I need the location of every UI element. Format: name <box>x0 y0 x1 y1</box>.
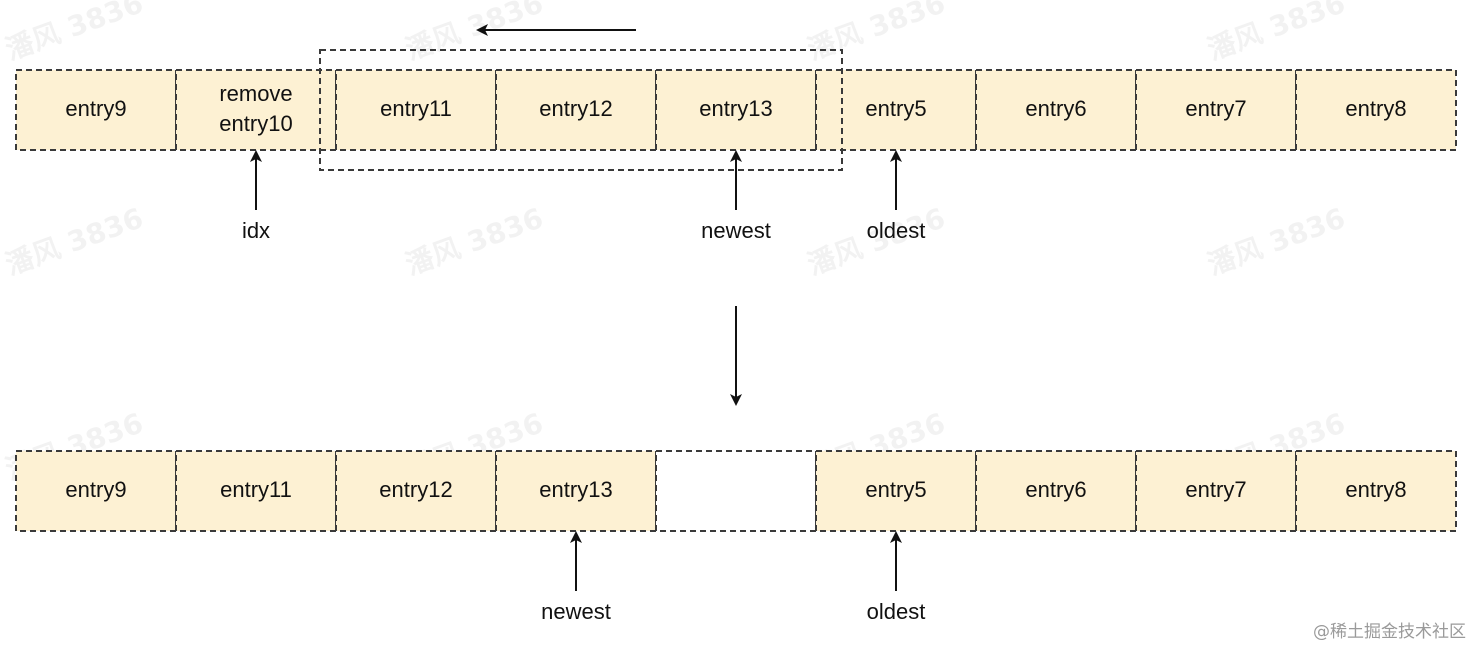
cell-label: entry6 <box>1025 477 1086 502</box>
cell-label: entry5 <box>865 477 926 502</box>
pointer-label-idx: idx <box>242 218 270 243</box>
watermark-text: 潘风 3836 <box>1203 201 1349 281</box>
watermark-text: 潘风 3836 <box>401 0 547 67</box>
cell-label: entry13 <box>699 96 772 121</box>
cell-label: entry8 <box>1345 477 1406 502</box>
cell-label: entry11 <box>220 477 292 502</box>
pointer-label-oldest: oldest <box>867 599 926 624</box>
top-row-annotations <box>319 24 843 171</box>
watermark-text: 潘风 3836 <box>803 0 949 67</box>
watermark-text: 潘风 3836 <box>1 0 147 67</box>
buffer-cell <box>1295 450 1457 532</box>
footer-credit: @稀土掘金技术社区 <box>1313 622 1466 642</box>
cell-label: entry5 <box>865 96 926 121</box>
pointer-label-oldest: oldest <box>867 218 926 243</box>
cell-label: entry12 <box>379 477 452 502</box>
buffer-cell <box>15 69 177 151</box>
pointer-label-newest: newest <box>701 218 771 243</box>
buffer-cell <box>15 450 177 532</box>
buffer-cell <box>1295 69 1457 151</box>
cell-label: entry10 <box>219 111 292 136</box>
watermark-text: 潘风 3836 <box>1 201 147 281</box>
buffer-cell <box>335 69 497 151</box>
cell-label: entry8 <box>1345 96 1406 121</box>
buffer-cell <box>1135 69 1297 151</box>
empty-buffer-cell <box>655 450 817 532</box>
buffer-cell <box>975 69 1137 151</box>
cell-label: entry6 <box>1025 96 1086 121</box>
cell-label: entry7 <box>1185 477 1246 502</box>
buffer-cell <box>175 450 337 532</box>
cell-label: entry9 <box>65 96 126 121</box>
cell-label: entry13 <box>539 477 612 502</box>
buffer-cell <box>975 450 1137 532</box>
cell-label: remove <box>219 81 292 106</box>
watermark-text: 潘风 3836 <box>401 201 547 281</box>
buffer-cell <box>495 450 657 532</box>
cell-label: entry9 <box>65 477 126 502</box>
cell-label: entry12 <box>539 96 612 121</box>
top-row: entry9 remove entry10 entry11 entry12 entry13… <box>15 69 1457 243</box>
pointer-label-newest: newest <box>541 599 611 624</box>
cell-label: entry7 <box>1185 96 1246 121</box>
cell-label: entry11 <box>380 96 452 121</box>
selection-box <box>319 49 843 171</box>
watermark-text: 潘风 3836 <box>1203 0 1349 67</box>
bottom-row: entry9 entry11 entry12 entry13 entry5 entry6 e… <box>15 450 1457 624</box>
buffer-cell <box>495 69 657 151</box>
